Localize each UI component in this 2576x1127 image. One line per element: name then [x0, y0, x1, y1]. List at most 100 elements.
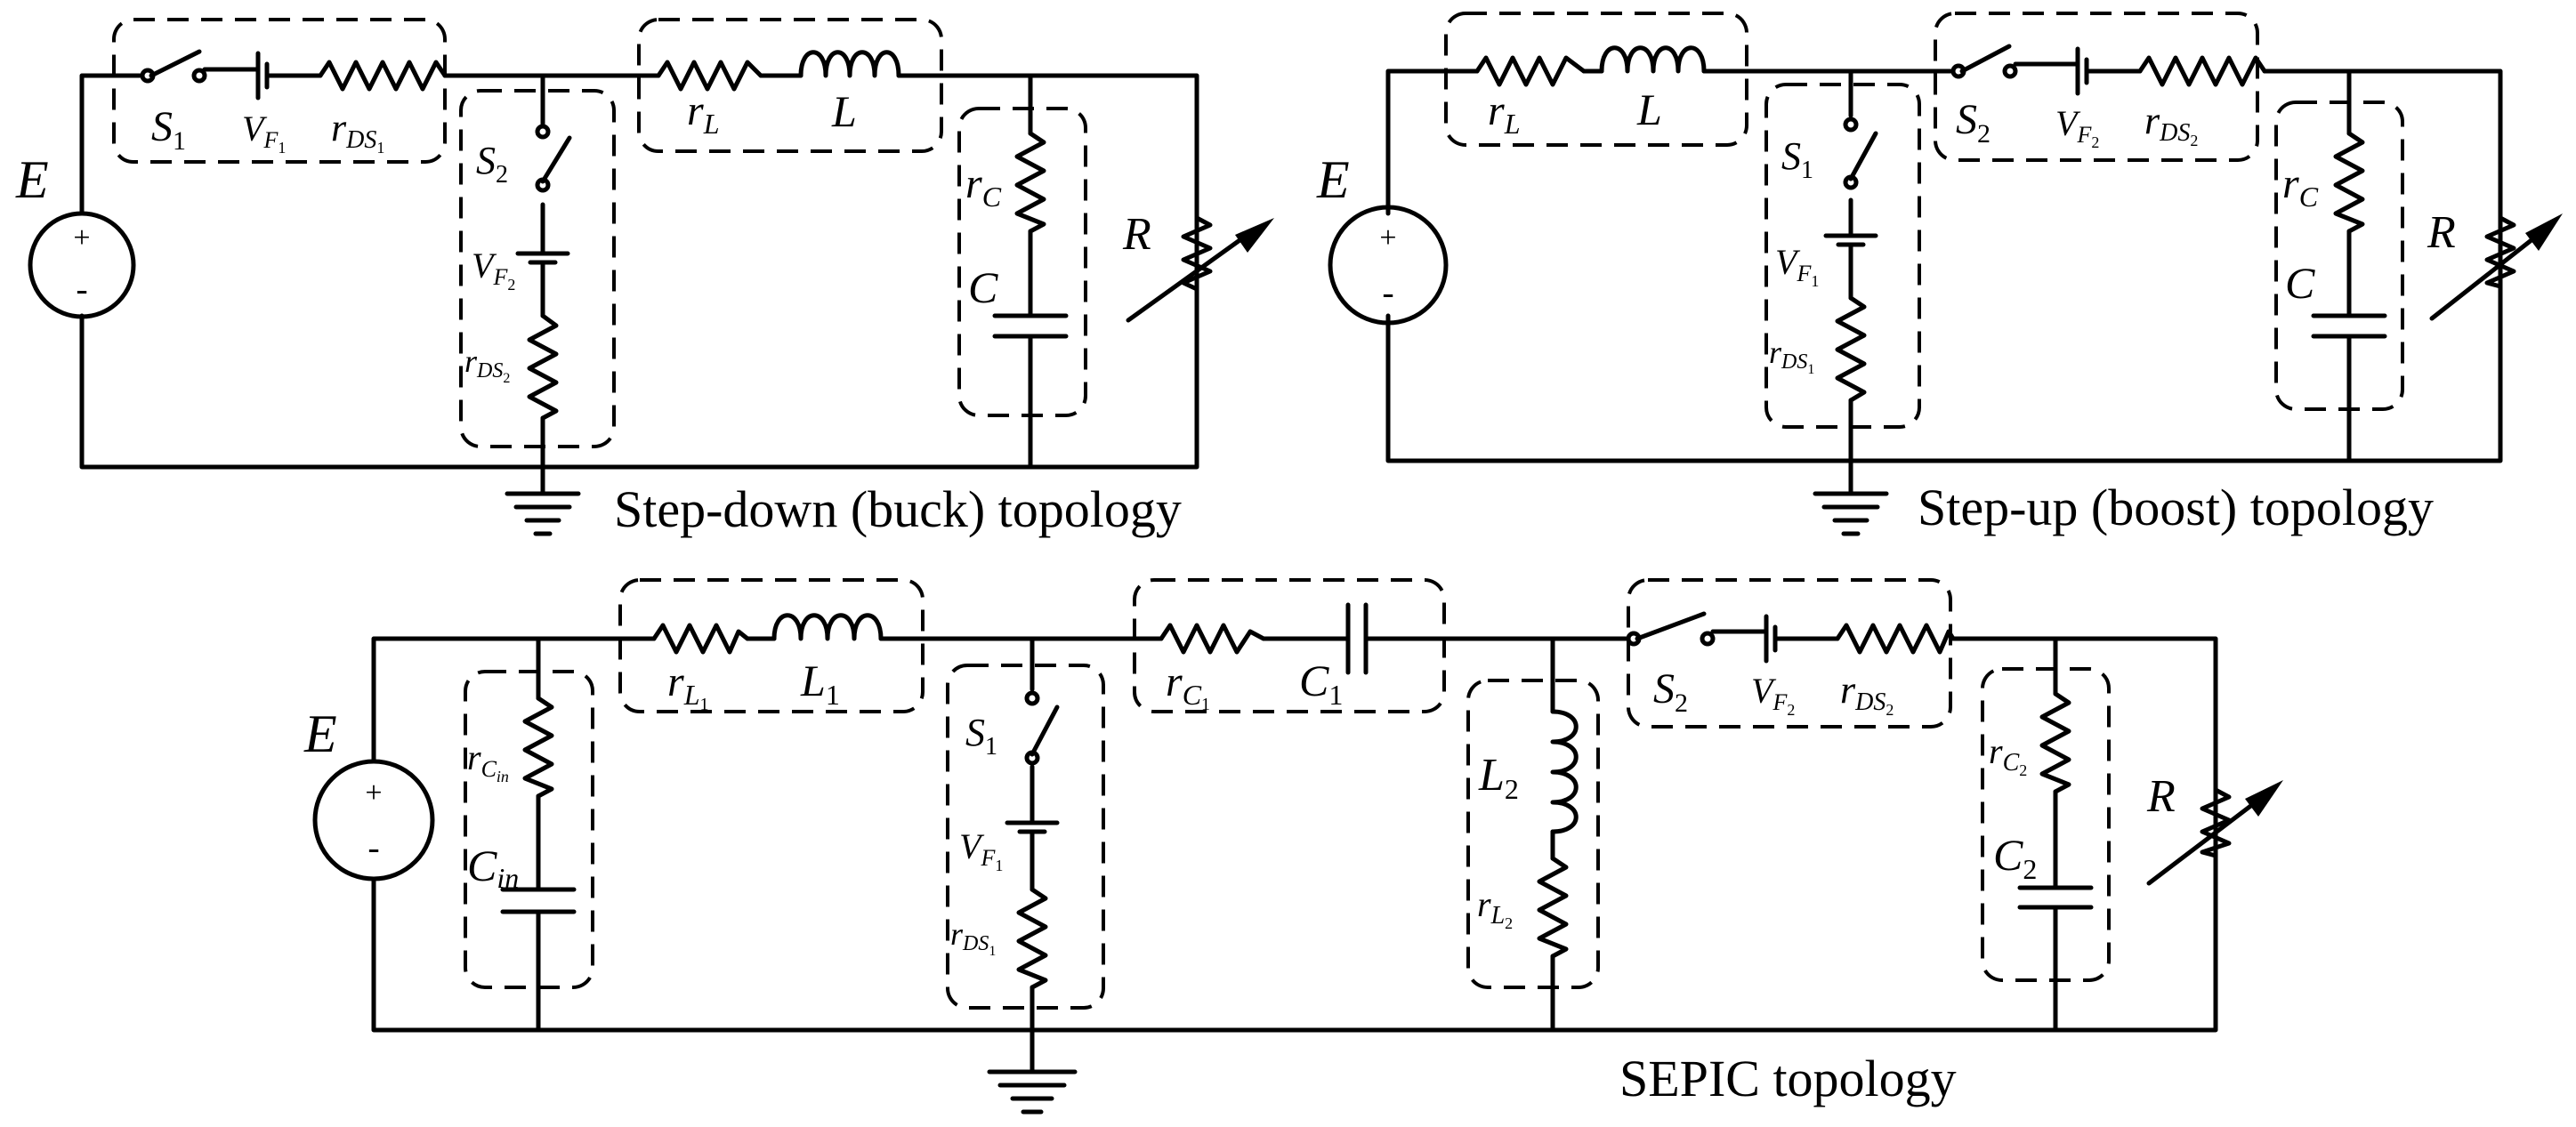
- s2-label: S2: [1956, 96, 1991, 149]
- sepic-rl1: rL1: [651, 623, 750, 714]
- c-label: C: [2285, 258, 2315, 308]
- sepic-caption: SEPIC topology: [1619, 1050, 1957, 1107]
- sepic-vf1: VF1: [959, 820, 1060, 874]
- buck-s1-group: [112, 18, 447, 164]
- l1-label: L1: [800, 656, 840, 711]
- rl-label: rL: [1488, 87, 1520, 140]
- boost-capacitor-group: [2274, 101, 2404, 411]
- sepic-rl2: rL2: [1477, 856, 1569, 959]
- s1-label: S1: [1781, 134, 1813, 184]
- boost-switch-s1: S1: [1781, 117, 1878, 190]
- source-label: E: [303, 704, 337, 763]
- vf1-label: VF1: [1775, 242, 1819, 290]
- rc1-label: rC1: [1166, 658, 1210, 714]
- boost-vf2: VF2: [2055, 46, 2099, 151]
- sepic-source: + - E: [303, 704, 435, 881]
- s1-label: S1: [151, 103, 186, 156]
- buck-switch-s2: S2: [476, 124, 572, 193]
- buck-vf1: VF1: [242, 51, 286, 157]
- boost-rds1: rDS1: [1769, 295, 1867, 403]
- sepic-l1: L1: [771, 613, 884, 711]
- boost-ground: [1813, 491, 1889, 536]
- boost-rl: rL: [1474, 55, 1587, 140]
- sepic-rds1: rDS1: [950, 887, 1048, 990]
- sepic-ground: [987, 1069, 1078, 1115]
- rds2-label: rDS2: [1840, 668, 1894, 719]
- buck-rl: rL: [656, 60, 763, 140]
- c1-label: C1: [1299, 656, 1343, 711]
- rds1-label: rDS1: [950, 916, 996, 959]
- load-label: R: [1122, 209, 1151, 260]
- source-minus: -: [1382, 272, 1393, 312]
- source-minus: -: [367, 827, 379, 867]
- sepic-switch-s1: S1: [965, 690, 1060, 766]
- boost-caption: Step-up (boost) topology: [1918, 479, 2434, 536]
- sepic-c2: C2: [1993, 830, 2094, 910]
- source-plus: +: [1379, 221, 1396, 254]
- boost-rc: rC: [2282, 131, 2365, 234]
- buck-switch-s1: S1: [140, 49, 207, 156]
- rcin-label: rCin: [467, 737, 509, 785]
- sepic-cin-group: [464, 670, 594, 989]
- sepic-l2: L2: [1478, 709, 1579, 834]
- c2-label: C2: [1993, 830, 2037, 885]
- buck-capacitor-group: [957, 107, 1087, 417]
- arrow-icon: [2525, 213, 2563, 251]
- buck-vf2: VF2: [472, 246, 570, 294]
- s2-label: S2: [1653, 665, 1688, 718]
- s1-label: S1: [965, 711, 997, 761]
- source-plus: +: [365, 777, 382, 809]
- rc-label: rC: [2282, 160, 2319, 213]
- sepic-l2-group: [1466, 679, 1600, 989]
- sepic-c2-group: [1981, 667, 2111, 982]
- sepic-s2-group: [1627, 578, 1952, 729]
- buck-circuit: + - E S1 VF1 rDS1 S2 VF2: [15, 18, 1274, 538]
- vf2-label: VF2: [472, 246, 515, 294]
- boost-circuit: + - E rL L S1 VF1 rDS1: [1316, 12, 2563, 536]
- rc2-label: rC2: [1989, 731, 2027, 779]
- vf1-label: VF1: [959, 826, 1003, 874]
- rl2-label: rL2: [1477, 884, 1513, 932]
- boost-switch-s2: S2: [1950, 44, 2018, 149]
- buck-inductor-group: [637, 18, 943, 153]
- arrow-icon: [2245, 780, 2283, 817]
- rds1-label: rDS1: [331, 106, 384, 157]
- cin-label: Cin: [467, 841, 519, 894]
- boost-capacitor: C: [2285, 258, 2387, 339]
- sepic-wires: [371, 629, 2218, 1075]
- sepic-c1-group: [1133, 578, 1446, 713]
- rl-label: rL: [687, 87, 719, 140]
- boost-load: R: [2427, 207, 2563, 321]
- sepic-s1-group: [946, 664, 1105, 1010]
- sepic-switch-s2: S2: [1626, 611, 1716, 718]
- sepic-rcin: rCin: [467, 696, 554, 799]
- load-label: R: [2427, 207, 2456, 258]
- buck-caption: Step-down (buck) topology: [614, 480, 1182, 538]
- sepic-load: R: [2146, 771, 2283, 886]
- rds1-label: rDS1: [1769, 334, 1814, 377]
- sepic-l1-group: [618, 578, 925, 713]
- sepic-vf2: VF2: [1751, 614, 1795, 719]
- boost-rds2: rDS2: [2137, 55, 2267, 149]
- buck-inductor: L: [798, 50, 901, 136]
- sepic-rc2: rC2: [1989, 691, 2071, 794]
- buck-capacitor: C: [968, 262, 1069, 339]
- boost-inductor-group: [1444, 12, 1748, 147]
- boost-inductor: L: [1599, 45, 1707, 134]
- buck-ground: [505, 491, 581, 536]
- buck-source: + - E: [15, 150, 136, 319]
- l-label: L: [1636, 85, 1662, 134]
- sepic-cin: Cin: [467, 841, 577, 914]
- source-label: E: [1316, 150, 1350, 209]
- rds2-label: rDS2: [2144, 99, 2198, 149]
- c-label: C: [968, 262, 998, 312]
- boost-s2-group: [1934, 12, 2259, 162]
- sepic-rc1: rC1: [1159, 623, 1266, 714]
- rl1-label: rL1: [667, 658, 708, 714]
- buck-rds2: rDS2: [464, 313, 559, 421]
- rc-label: rC: [965, 160, 1002, 213]
- arrow-icon: [1235, 218, 1274, 253]
- s2-label: S2: [476, 139, 508, 189]
- boost-source: + - E: [1316, 150, 1449, 326]
